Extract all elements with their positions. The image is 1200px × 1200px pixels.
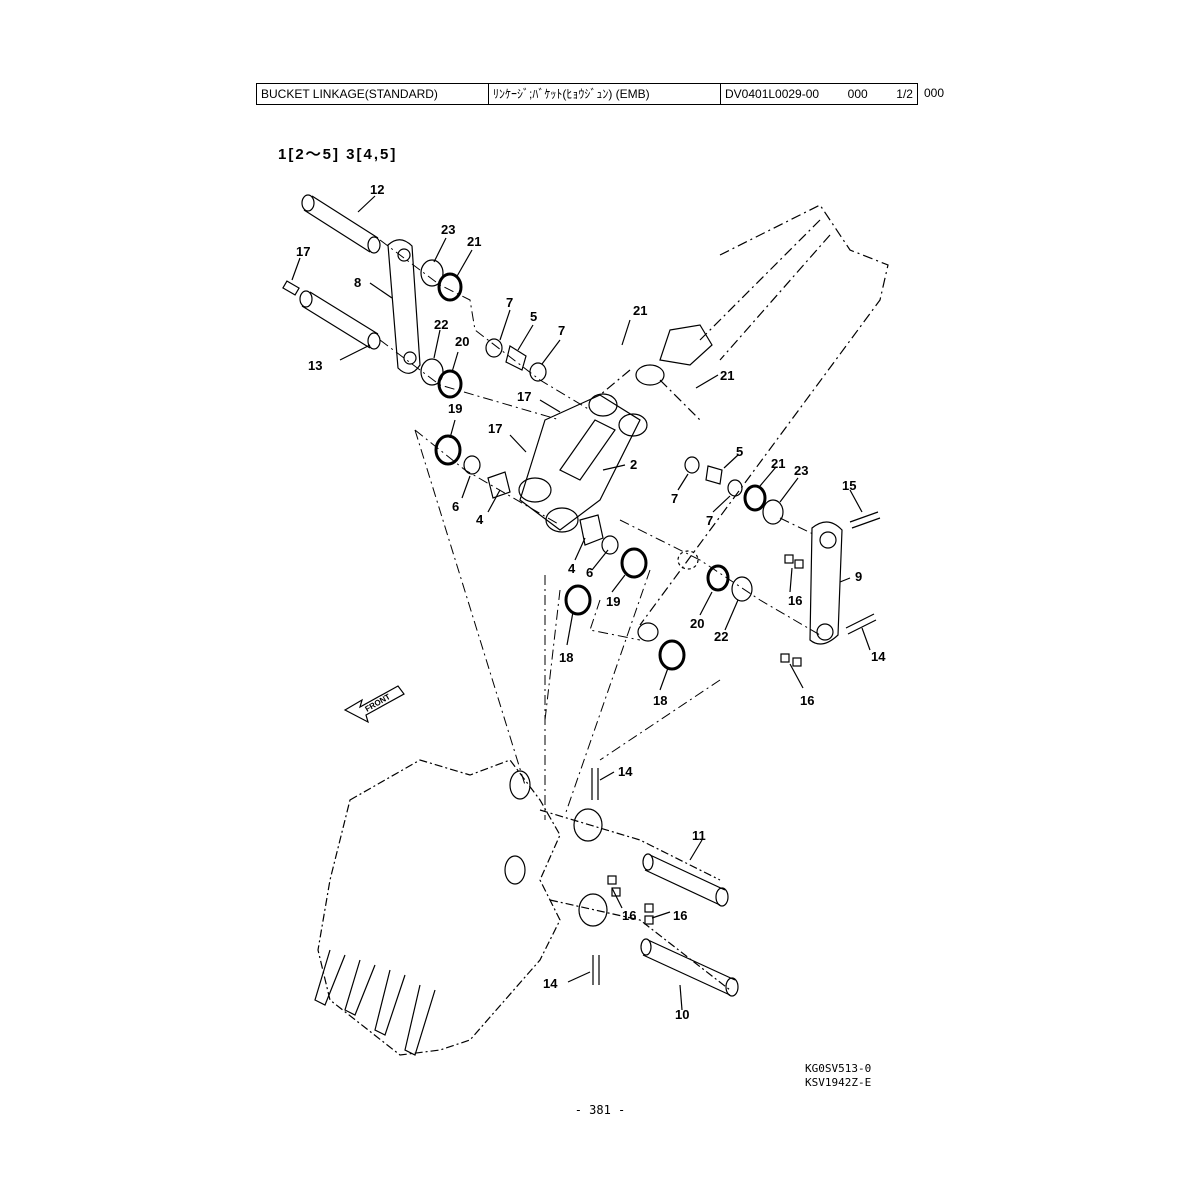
callout-7: 7 [558, 323, 565, 338]
callout-22: 22 [714, 629, 728, 644]
callout-5: 5 [530, 309, 537, 324]
h-link-2 [518, 393, 648, 533]
callout-23: 23 [794, 463, 808, 478]
callout-20: 20 [455, 334, 469, 349]
callout-20: 20 [690, 616, 704, 631]
parts-linework [282, 194, 889, 1056]
callout-11: 11 [692, 828, 706, 843]
page-number: - 381 - [574, 1103, 626, 1117]
callout-10: 10 [675, 1007, 689, 1022]
callout-17: 17 [488, 421, 502, 436]
callout-4: 4 [568, 561, 576, 576]
callout-6: 6 [452, 499, 459, 514]
title-jp-cell: ﾘﾝｹｰｼﾞ;ﾊﾞｹｯﾄ(ﾋｮｳｼﾞｭﾝ) (EMB) [489, 83, 721, 105]
callout-12: 12 [370, 182, 384, 197]
callout-2: 2 [630, 457, 637, 472]
callout-19: 19 [448, 401, 462, 416]
callout-16: 16 [788, 593, 802, 608]
drawing-codes: KG0SV513-0 KSV1942Z-E [805, 1062, 871, 1090]
callout-16: 16 [622, 908, 636, 923]
callout-14: 14 [543, 976, 558, 991]
callout-17: 17 [517, 389, 531, 404]
callout-21: 21 [633, 303, 647, 318]
title-block: BUCKET LINKAGE(STANDARD) ﾘﾝｹｰｼﾞ;ﾊﾞｹｯﾄ(ﾋｮ… [256, 83, 948, 105]
callout-19: 19 [606, 594, 620, 609]
callout-15: 15 [842, 478, 856, 493]
callout-16: 16 [673, 908, 687, 923]
bucket [317, 759, 731, 1056]
callout-18: 18 [653, 693, 667, 708]
callout-21: 21 [771, 456, 785, 471]
title-cell: BUCKET LINKAGE(STANDARD) [256, 83, 489, 105]
callout-16: 16 [800, 693, 814, 708]
callout-22: 22 [434, 317, 448, 332]
applicability-note: 1[2～5] 3[4,5] [278, 146, 398, 163]
callout-5: 5 [736, 444, 743, 459]
callout-21: 21 [467, 234, 481, 249]
front-arrow-icon: FRONT [343, 685, 405, 724]
callout-8: 8 [354, 275, 361, 290]
pin-10 [640, 938, 739, 997]
drawing-code: KSV1942Z-E [805, 1076, 872, 1089]
callout-14: 14 [618, 764, 633, 779]
callout-23: 23 [441, 222, 455, 237]
link-9 [809, 521, 843, 645]
callout-13: 13 [308, 358, 322, 373]
pin-11 [642, 853, 729, 907]
callout-7: 7 [706, 513, 713, 528]
callout-9: 9 [855, 569, 862, 584]
callout-7: 7 [671, 491, 678, 506]
callout-21: 21 [720, 368, 734, 383]
drawing-code: KG0SV513-0 [805, 1062, 872, 1075]
callout-18: 18 [559, 650, 573, 665]
drawing-number: DV0401L0029-00 [725, 87, 820, 101]
pin-13 [299, 290, 381, 350]
callout-7: 7 [506, 295, 513, 310]
callout-14: 14 [871, 649, 886, 664]
callout-6: 6 [586, 565, 593, 580]
link-8 [387, 239, 421, 374]
callout-17: 17 [296, 244, 310, 259]
tail-code: 000 [924, 86, 945, 100]
sheet-number: 1/2 [896, 87, 913, 101]
callout-4: 4 [476, 512, 484, 527]
drawing-number-cell: DV0401L0029-00 000 1/2 [721, 83, 918, 105]
pin-12 [301, 194, 381, 254]
revision: 000 [847, 87, 868, 101]
callout-numbers: 12 17 8 13 23 21 22 20 7 5 7 21 21 17 17… [296, 182, 886, 1022]
